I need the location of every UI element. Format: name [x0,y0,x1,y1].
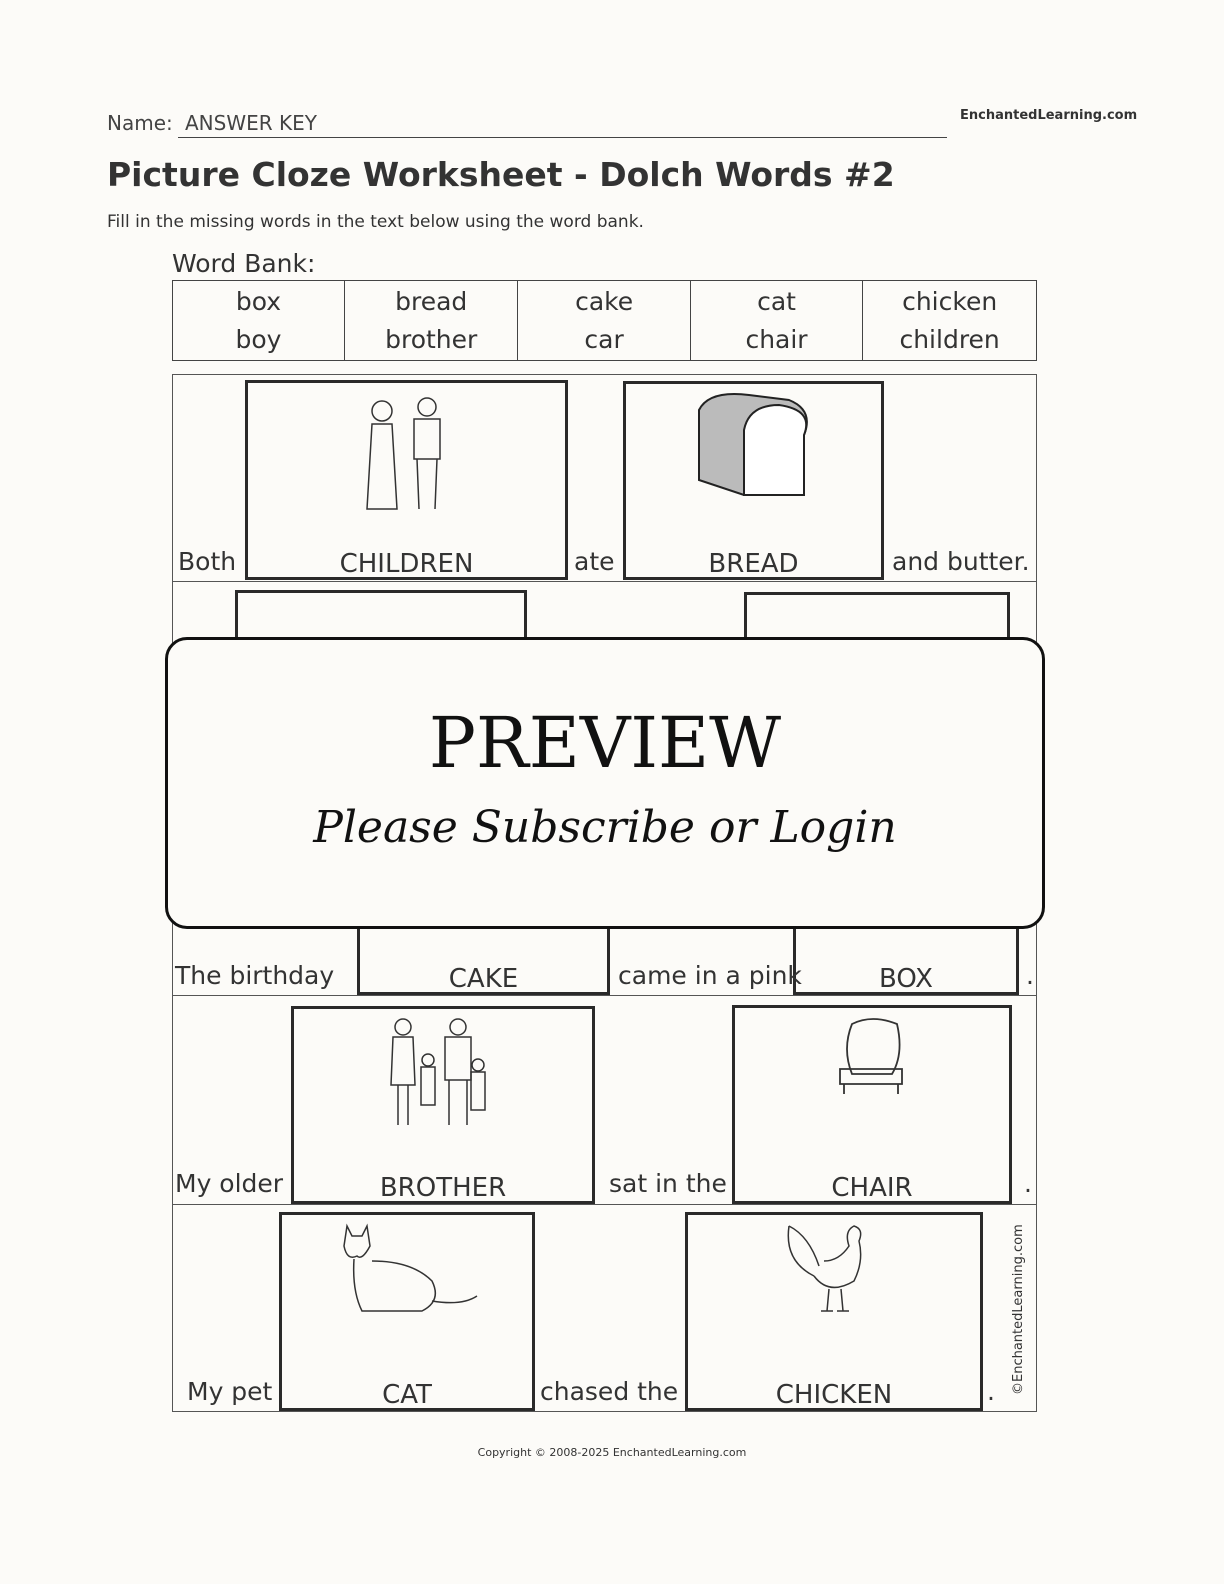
answer-word: BROTHER [379,1173,507,1203]
picture-box-bread: BREAD [623,381,884,580]
instructions: Fill in the missing words in the text be… [107,212,644,232]
answer-word: CHILDREN [339,549,474,579]
answer-word: CHAIR [831,1173,913,1203]
picture-box-chair: CHAIR [732,1005,1012,1204]
preview-overlay[interactable]: PREVIEW Please Subscribe or Login [165,637,1045,929]
children-illustration [365,397,441,510]
sentence-word: sat in the [609,1169,727,1198]
preview-subtitle[interactable]: Please Subscribe or Login [313,802,897,853]
side-credit: ©EnchantedLearning.com [1011,1224,1026,1395]
answer-word: BOX [879,964,933,994]
preview-title: PREVIEW [428,702,782,784]
sentence-word: My older [175,1169,284,1198]
cat-illustration [343,1223,478,1312]
bread-illustration [697,393,808,496]
picture-box-brother: BROTHER [291,1006,595,1204]
sentence-word: came in a pink [618,961,802,990]
sentence-word: chased the [540,1377,679,1406]
chair-illustration [839,1018,903,1094]
name-label: Name: [107,111,173,135]
answer-word: CAT [382,1380,432,1410]
picture-box-chicken: CHICKEN [685,1212,983,1411]
word-bank-label: Word Bank: [172,249,316,278]
chicken-illustration [787,1225,862,1312]
site-logo[interactable]: EnchantedLearning.com [960,108,1138,123]
sentence-word: Both [178,547,237,576]
sentence-word: . [1024,1169,1032,1198]
sentence-word: and butter. [892,547,1030,576]
answer-word: CHICKEN [775,1380,893,1410]
sentence-word: ate [574,547,615,576]
sentence-word: My pet [187,1377,273,1406]
picture-box-cat: CAT [279,1212,535,1411]
sentence-word: The birthday [175,961,335,990]
family-illustration [390,1018,486,1125]
sentence-row-4 [172,1204,1037,1412]
sentence-word: . [1026,961,1034,990]
copyright-footer: Copyright © 2008-2025 EnchantedLearning.… [477,1446,747,1459]
picture-box-children: CHILDREN [245,380,568,580]
sentence-word: . [987,1377,995,1406]
name-field[interactable]: ANSWER KEY [178,111,947,138]
answer-word: BREAD [708,549,799,579]
page-title: Picture Cloze Worksheet - Dolch Words #2 [107,155,895,194]
answer-word: CAKE [448,964,519,994]
